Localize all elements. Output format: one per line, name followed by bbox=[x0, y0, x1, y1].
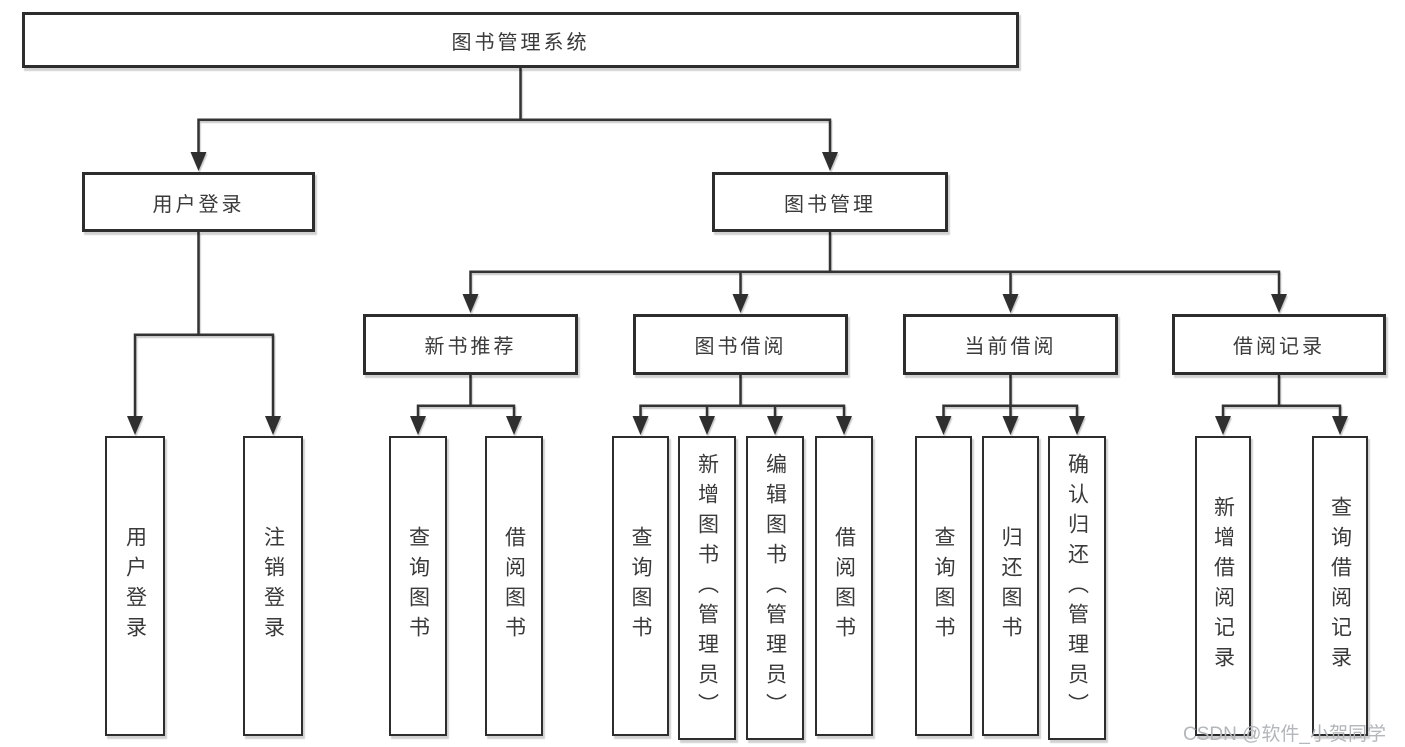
node-new-book-recommend: 新书推荐 bbox=[363, 314, 578, 375]
connector-current-borrow-children bbox=[942, 375, 1079, 417]
node-logout-leaf: 注销登录 bbox=[243, 436, 303, 736]
node-borrow-books-recommend-label: 借阅图书 bbox=[502, 526, 526, 646]
node-logout-leaf-label: 注销登录 bbox=[261, 526, 285, 646]
node-borrow-records-label: 借阅记录 bbox=[1233, 336, 1325, 358]
node-book-management-label: 图书管理 bbox=[784, 193, 876, 216]
node-query-borrow-record-label: 查询借阅记录 bbox=[1328, 496, 1352, 676]
node-book-borrow-label: 图书借阅 bbox=[694, 336, 787, 358]
node-query-books-borrow-label: 查询图书 bbox=[629, 526, 652, 646]
node-borrow-books-leaf-label: 借阅图书 bbox=[832, 526, 856, 646]
node-borrow-records: 借阅记录 bbox=[1172, 314, 1386, 375]
node-query-books-current-label: 查询图书 bbox=[932, 526, 955, 646]
node-borrow-books-recommend: 借阅图书 bbox=[485, 436, 543, 736]
node-current-borrow: 当前借阅 bbox=[903, 314, 1118, 375]
node-root: 图书管理系统 bbox=[22, 12, 1019, 68]
node-add-books-admin-label: 新增图书（管理员） bbox=[695, 453, 719, 723]
node-user-login-label: 用户登录 bbox=[152, 193, 245, 216]
node-book-borrow: 图书借阅 bbox=[633, 314, 848, 375]
node-query-books-recommend-label: 查询图书 bbox=[406, 526, 430, 646]
node-add-borrow-record: 新增借阅记录 bbox=[1195, 436, 1251, 736]
node-query-books-borrow: 查询图书 bbox=[612, 436, 669, 736]
node-user-login: 用户登录 bbox=[82, 172, 315, 232]
node-add-borrow-record-label: 新增借阅记录 bbox=[1211, 496, 1235, 676]
node-query-books-current: 查询图书 bbox=[915, 436, 972, 736]
connector-new-book-children bbox=[416, 375, 516, 417]
node-user-login-leaf: 用户登录 bbox=[105, 436, 165, 736]
node-confirm-return-admin: 确认归还（管理员） bbox=[1048, 436, 1106, 740]
connector-user-login-children bbox=[133, 232, 275, 417]
node-add-books-admin: 新增图书（管理员） bbox=[678, 436, 736, 740]
connector-borrow-record-children bbox=[1221, 375, 1342, 417]
node-return-books: 归还图书 bbox=[982, 436, 1039, 736]
node-confirm-return-admin-label: 确认归还（管理员） bbox=[1065, 453, 1089, 723]
node-query-books-recommend: 查询图书 bbox=[389, 436, 447, 736]
arrowheads bbox=[127, 152, 1348, 435]
node-user-login-leaf-label: 用户登录 bbox=[123, 526, 147, 646]
node-query-borrow-record: 查询借阅记录 bbox=[1312, 436, 1368, 736]
connector-root-to-level2 bbox=[197, 68, 832, 153]
connector-book-mgmt-children bbox=[469, 232, 1281, 295]
node-new-book-recommend-label: 新书推荐 bbox=[424, 336, 517, 358]
node-edit-books-admin: 编辑图书（管理员） bbox=[746, 436, 804, 740]
node-return-books-label: 归还图书 bbox=[999, 526, 1022, 646]
connector-book-borrow-children bbox=[639, 375, 846, 417]
node-root-label: 图书管理系统 bbox=[451, 31, 590, 54]
watermark: CSDN @软件_小贺同学 bbox=[1183, 724, 1386, 745]
node-borrow-books-leaf: 借阅图书 bbox=[815, 436, 873, 736]
node-current-borrow-label: 当前借阅 bbox=[964, 336, 1057, 358]
node-edit-books-admin-label: 编辑图书（管理员） bbox=[763, 453, 787, 723]
node-book-management: 图书管理 bbox=[712, 172, 948, 232]
